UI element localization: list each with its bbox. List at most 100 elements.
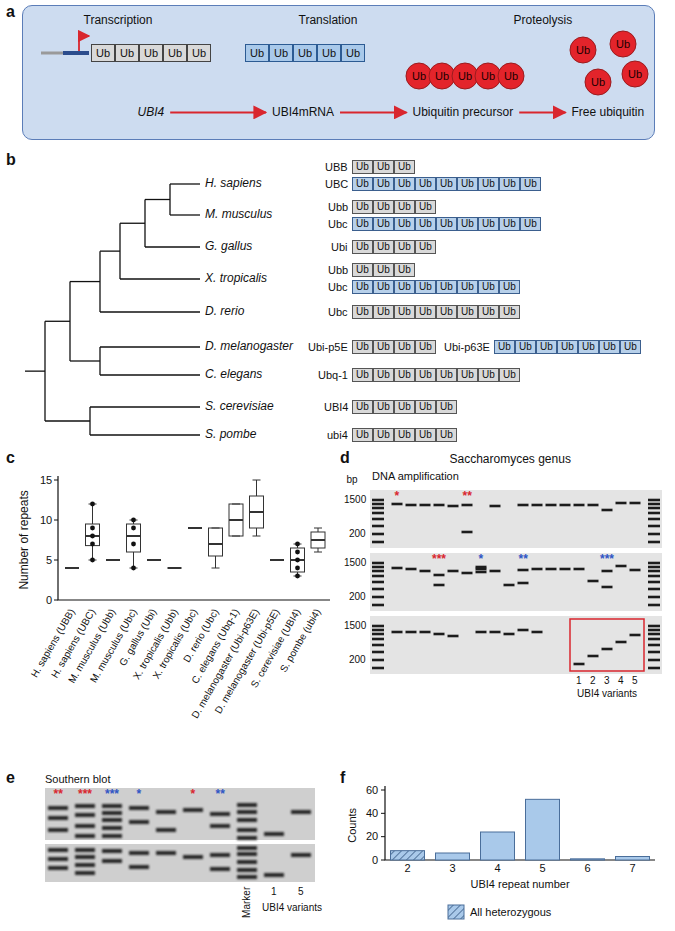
agarose-gel-part <box>392 567 403 570</box>
ubiquitin-box: Ub <box>415 240 436 254</box>
repeat-boxplot-part <box>209 543 223 545</box>
ub-text: Ub <box>322 48 336 59</box>
lane-number: 2 <box>590 675 596 687</box>
repeat-boxplot-part <box>106 559 120 561</box>
blot-image-part <box>102 859 122 863</box>
blot-image-part <box>102 834 122 838</box>
ubiquitin-box: Ub <box>373 400 394 414</box>
star-mark: *** <box>105 788 119 802</box>
ub-text: Ub <box>440 370 453 380</box>
repeat-boxplot-part <box>295 574 300 579</box>
ub-text: Ub <box>398 402 411 412</box>
agarose-gel-part <box>648 566 660 569</box>
agarose-gel-part <box>372 503 384 506</box>
agarose-gel-part <box>648 588 660 591</box>
lane-number: 4 <box>618 675 624 687</box>
agarose-gel-part <box>504 633 515 636</box>
repeat-boxplot-part <box>54 480 58 481</box>
repeat-boxplot-part <box>250 511 264 513</box>
repeat-boxplot-part <box>90 502 95 507</box>
repeat-boxplot-part <box>90 558 95 563</box>
blot-image-part <box>48 866 68 870</box>
agarose-gel-part <box>648 644 660 647</box>
panel-letter: a <box>6 3 15 21</box>
agarose-gel-part <box>602 570 613 573</box>
tick-label: 5 <box>46 554 52 567</box>
size-marker: 200 <box>349 591 366 603</box>
ubiquitin-box: Ub <box>557 340 578 354</box>
ub-text: Ub <box>503 370 516 380</box>
ub-text: Ub <box>356 219 369 229</box>
star-mark: * <box>479 553 484 567</box>
agarose-gel-part <box>616 565 627 568</box>
agarose-gel-part <box>630 502 641 505</box>
tick-label: 3 <box>450 862 456 875</box>
blot-image-part <box>129 865 149 869</box>
ub-text: Ub <box>356 402 369 412</box>
band-text: Transcription <box>84 14 153 28</box>
agarose-gel-part <box>574 663 585 666</box>
agarose-gel-part <box>648 533 660 536</box>
ubiquitin-box: Ub <box>578 340 599 354</box>
ubiquitin-box: Ub <box>499 280 520 294</box>
ub-text: Ub <box>356 430 369 440</box>
phylogenetic-tree-part <box>70 281 100 282</box>
lane-number: 5 <box>632 675 638 687</box>
size-marker: 200 <box>349 528 366 540</box>
agarose-gel-part <box>420 631 431 634</box>
blot-image-part <box>210 812 230 816</box>
ubiquitin-box: Ub <box>478 305 499 319</box>
ub-text: Ub <box>461 219 474 229</box>
repeat-boxplot-part <box>90 534 95 539</box>
repeat-histogram-part <box>391 851 425 860</box>
agarose-gel-part <box>648 575 660 578</box>
agarose-gel-part <box>518 569 529 572</box>
blot-image-part <box>75 813 95 817</box>
repeat-boxplot-part <box>127 535 141 537</box>
agarose-gel-part <box>372 533 384 536</box>
panel-subtitle: DNA amplification <box>372 470 459 483</box>
ubiquitin-box: Ub <box>373 240 394 254</box>
ubiquitin-box: Ub <box>415 217 436 231</box>
agarose-gel-part <box>648 625 660 628</box>
gene-name: Ubb <box>328 201 348 214</box>
ubiquitin-circle: Ub <box>569 36 597 64</box>
tick-label: 6 <box>585 862 591 875</box>
band-text: UBI4mRNA <box>272 106 334 120</box>
ub-text: Ub <box>377 202 390 212</box>
repeat-boxplot-part <box>131 566 136 571</box>
ub-text: Ub <box>419 430 432 440</box>
blot-image-part <box>183 808 203 812</box>
band-text: UBI4 <box>138 106 165 120</box>
ubiquitin-box: Ub <box>394 340 415 354</box>
ub-text: Ub <box>482 307 495 317</box>
agarose-gel <box>370 553 662 611</box>
ubiquitin-box: Ub <box>457 368 478 382</box>
ubiquitin-box: Ub <box>352 177 373 191</box>
ubiquitin-box: Ub <box>352 340 373 354</box>
agarose-gel-part <box>588 655 599 658</box>
agarose-gel-part <box>372 575 384 578</box>
agarose-gel-part <box>372 518 384 521</box>
ubiquitin-box: Ub <box>394 217 415 231</box>
agarose-gel-part <box>372 507 384 510</box>
ub-text: Ub <box>481 71 495 82</box>
phylogenetic-tree-part <box>145 199 170 200</box>
ubiquitin-circle: Ub <box>497 62 525 90</box>
blot-image-part <box>102 811 122 815</box>
ub-text: Ub <box>603 342 616 352</box>
phylogenetic-tree-part <box>100 346 200 347</box>
ub-text: Ub <box>524 219 537 229</box>
lane-number: 3 <box>604 675 610 687</box>
ubiquitin-box: Ub <box>352 240 373 254</box>
ubiquitin-box: Ub <box>415 400 436 414</box>
repeat-histogram-part <box>385 786 655 860</box>
ub-text: Ub <box>519 342 532 352</box>
tick-label: 0 <box>46 594 52 607</box>
gene-name: Ubc <box>328 218 348 231</box>
agarose-gel-part <box>490 631 501 634</box>
ub-text: Ub <box>168 48 182 59</box>
repeat-boxplot-part <box>232 536 240 537</box>
ubiquitin-box: Ub <box>394 240 415 254</box>
ubiquitin-circle: Ub <box>584 68 612 96</box>
